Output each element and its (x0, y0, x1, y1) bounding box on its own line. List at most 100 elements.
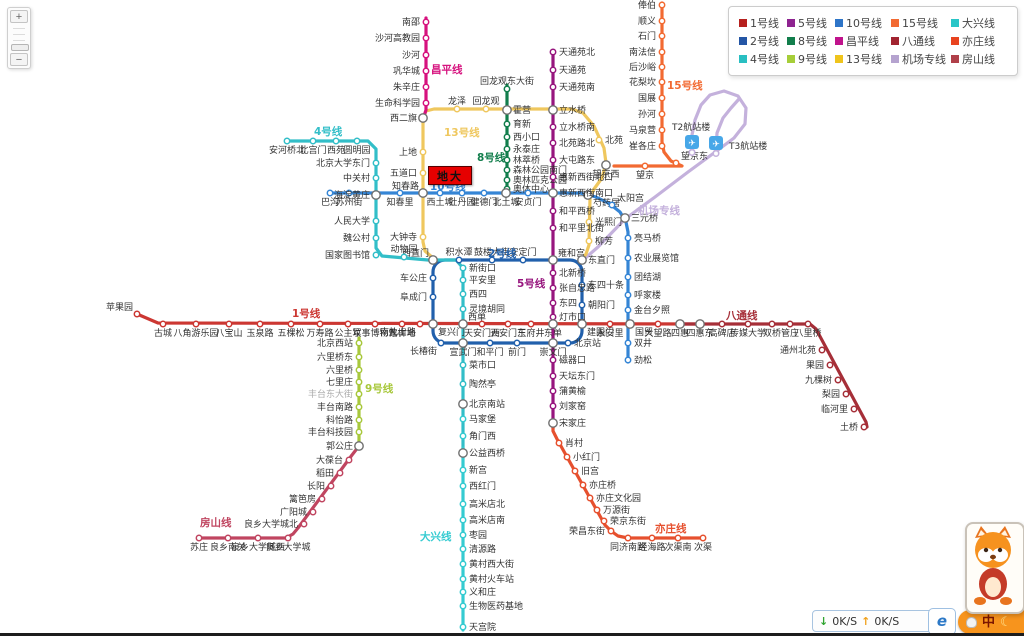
station[interactable] (549, 123, 557, 131)
highlight-marker[interactable]: 地大 (428, 166, 472, 185)
station[interactable] (419, 148, 427, 156)
station[interactable] (503, 120, 511, 128)
station[interactable] (826, 361, 834, 369)
station[interactable] (641, 162, 649, 170)
station[interactable] (548, 255, 558, 265)
station[interactable] (549, 269, 557, 277)
station[interactable] (583, 190, 593, 200)
ime-person-icon[interactable] (966, 616, 977, 628)
station[interactable] (503, 166, 511, 174)
airport-terminal-icon[interactable] (685, 135, 699, 149)
station[interactable] (309, 508, 317, 516)
airport-terminal-icon[interactable] (709, 136, 723, 150)
station[interactable] (372, 159, 380, 167)
station[interactable] (422, 51, 430, 59)
station[interactable] (549, 387, 557, 395)
station[interactable] (585, 218, 593, 226)
station[interactable] (371, 190, 381, 200)
station[interactable] (284, 534, 292, 542)
station[interactable] (419, 233, 427, 241)
station[interactable] (503, 145, 511, 153)
station[interactable] (344, 320, 352, 328)
station[interactable] (548, 319, 558, 329)
station[interactable] (658, 142, 666, 150)
station[interactable] (595, 136, 603, 144)
station[interactable] (355, 366, 363, 374)
station[interactable] (548, 188, 558, 198)
station[interactable] (744, 320, 752, 328)
ime-fullhalf-icon[interactable]: ☾ (1000, 614, 1012, 630)
station[interactable] (372, 234, 380, 242)
station[interactable] (527, 320, 535, 328)
station[interactable] (504, 320, 512, 328)
station[interactable] (624, 534, 632, 542)
station[interactable] (353, 137, 361, 145)
station[interactable] (355, 353, 363, 361)
station[interactable] (355, 403, 363, 411)
station[interactable] (429, 274, 437, 282)
station[interactable] (327, 482, 335, 490)
station[interactable] (459, 602, 467, 610)
station[interactable] (818, 346, 826, 354)
station[interactable] (563, 453, 571, 461)
map-zoom-control[interactable]: + − (7, 7, 31, 69)
station[interactable] (549, 48, 557, 56)
station[interactable] (718, 320, 726, 328)
station[interactable] (654, 320, 662, 328)
station[interactable] (593, 506, 601, 514)
station[interactable] (549, 156, 557, 164)
station[interactable] (624, 356, 632, 364)
station[interactable] (453, 105, 461, 113)
station[interactable] (768, 320, 776, 328)
station[interactable] (336, 469, 344, 477)
station[interactable] (549, 402, 557, 410)
station[interactable] (658, 63, 666, 71)
station[interactable] (688, 149, 696, 156)
station[interactable] (459, 380, 467, 388)
station[interactable] (355, 428, 363, 436)
station[interactable] (459, 305, 467, 313)
station[interactable] (624, 306, 632, 314)
station[interactable] (416, 320, 424, 328)
station[interactable] (458, 448, 468, 458)
station[interactable] (672, 159, 680, 167)
station[interactable] (482, 105, 490, 113)
station[interactable] (577, 319, 587, 329)
station[interactable] (192, 320, 200, 328)
station[interactable] (577, 255, 587, 265)
station[interactable] (418, 113, 428, 123)
station[interactable] (503, 133, 511, 141)
station[interactable] (624, 273, 632, 281)
station[interactable] (372, 217, 380, 225)
station[interactable] (586, 494, 594, 502)
station[interactable] (549, 284, 557, 292)
station[interactable] (418, 188, 428, 198)
station[interactable] (309, 137, 317, 145)
station[interactable] (658, 1, 666, 9)
station[interactable] (459, 516, 467, 524)
station[interactable] (548, 418, 558, 428)
station[interactable] (549, 224, 557, 232)
station[interactable] (419, 169, 427, 177)
station[interactable] (658, 32, 666, 40)
station[interactable] (502, 105, 512, 115)
station[interactable] (601, 160, 611, 170)
station[interactable] (345, 456, 353, 464)
station[interactable] (658, 94, 666, 102)
pet-mascot[interactable] (965, 522, 1024, 614)
station[interactable] (300, 520, 308, 528)
station[interactable] (674, 534, 682, 542)
station[interactable] (354, 441, 364, 451)
station[interactable] (624, 291, 632, 299)
ime-toolbar[interactable]: 中 ☾ (958, 610, 1024, 634)
station[interactable] (712, 150, 720, 157)
station[interactable] (478, 320, 486, 328)
station[interactable] (436, 189, 444, 197)
station[interactable] (256, 320, 264, 328)
station[interactable] (422, 99, 430, 107)
station[interactable] (585, 237, 593, 245)
station[interactable] (400, 253, 408, 261)
station[interactable] (695, 319, 705, 329)
browser-icon-button[interactable]: e (928, 608, 956, 635)
station[interactable] (579, 481, 587, 489)
